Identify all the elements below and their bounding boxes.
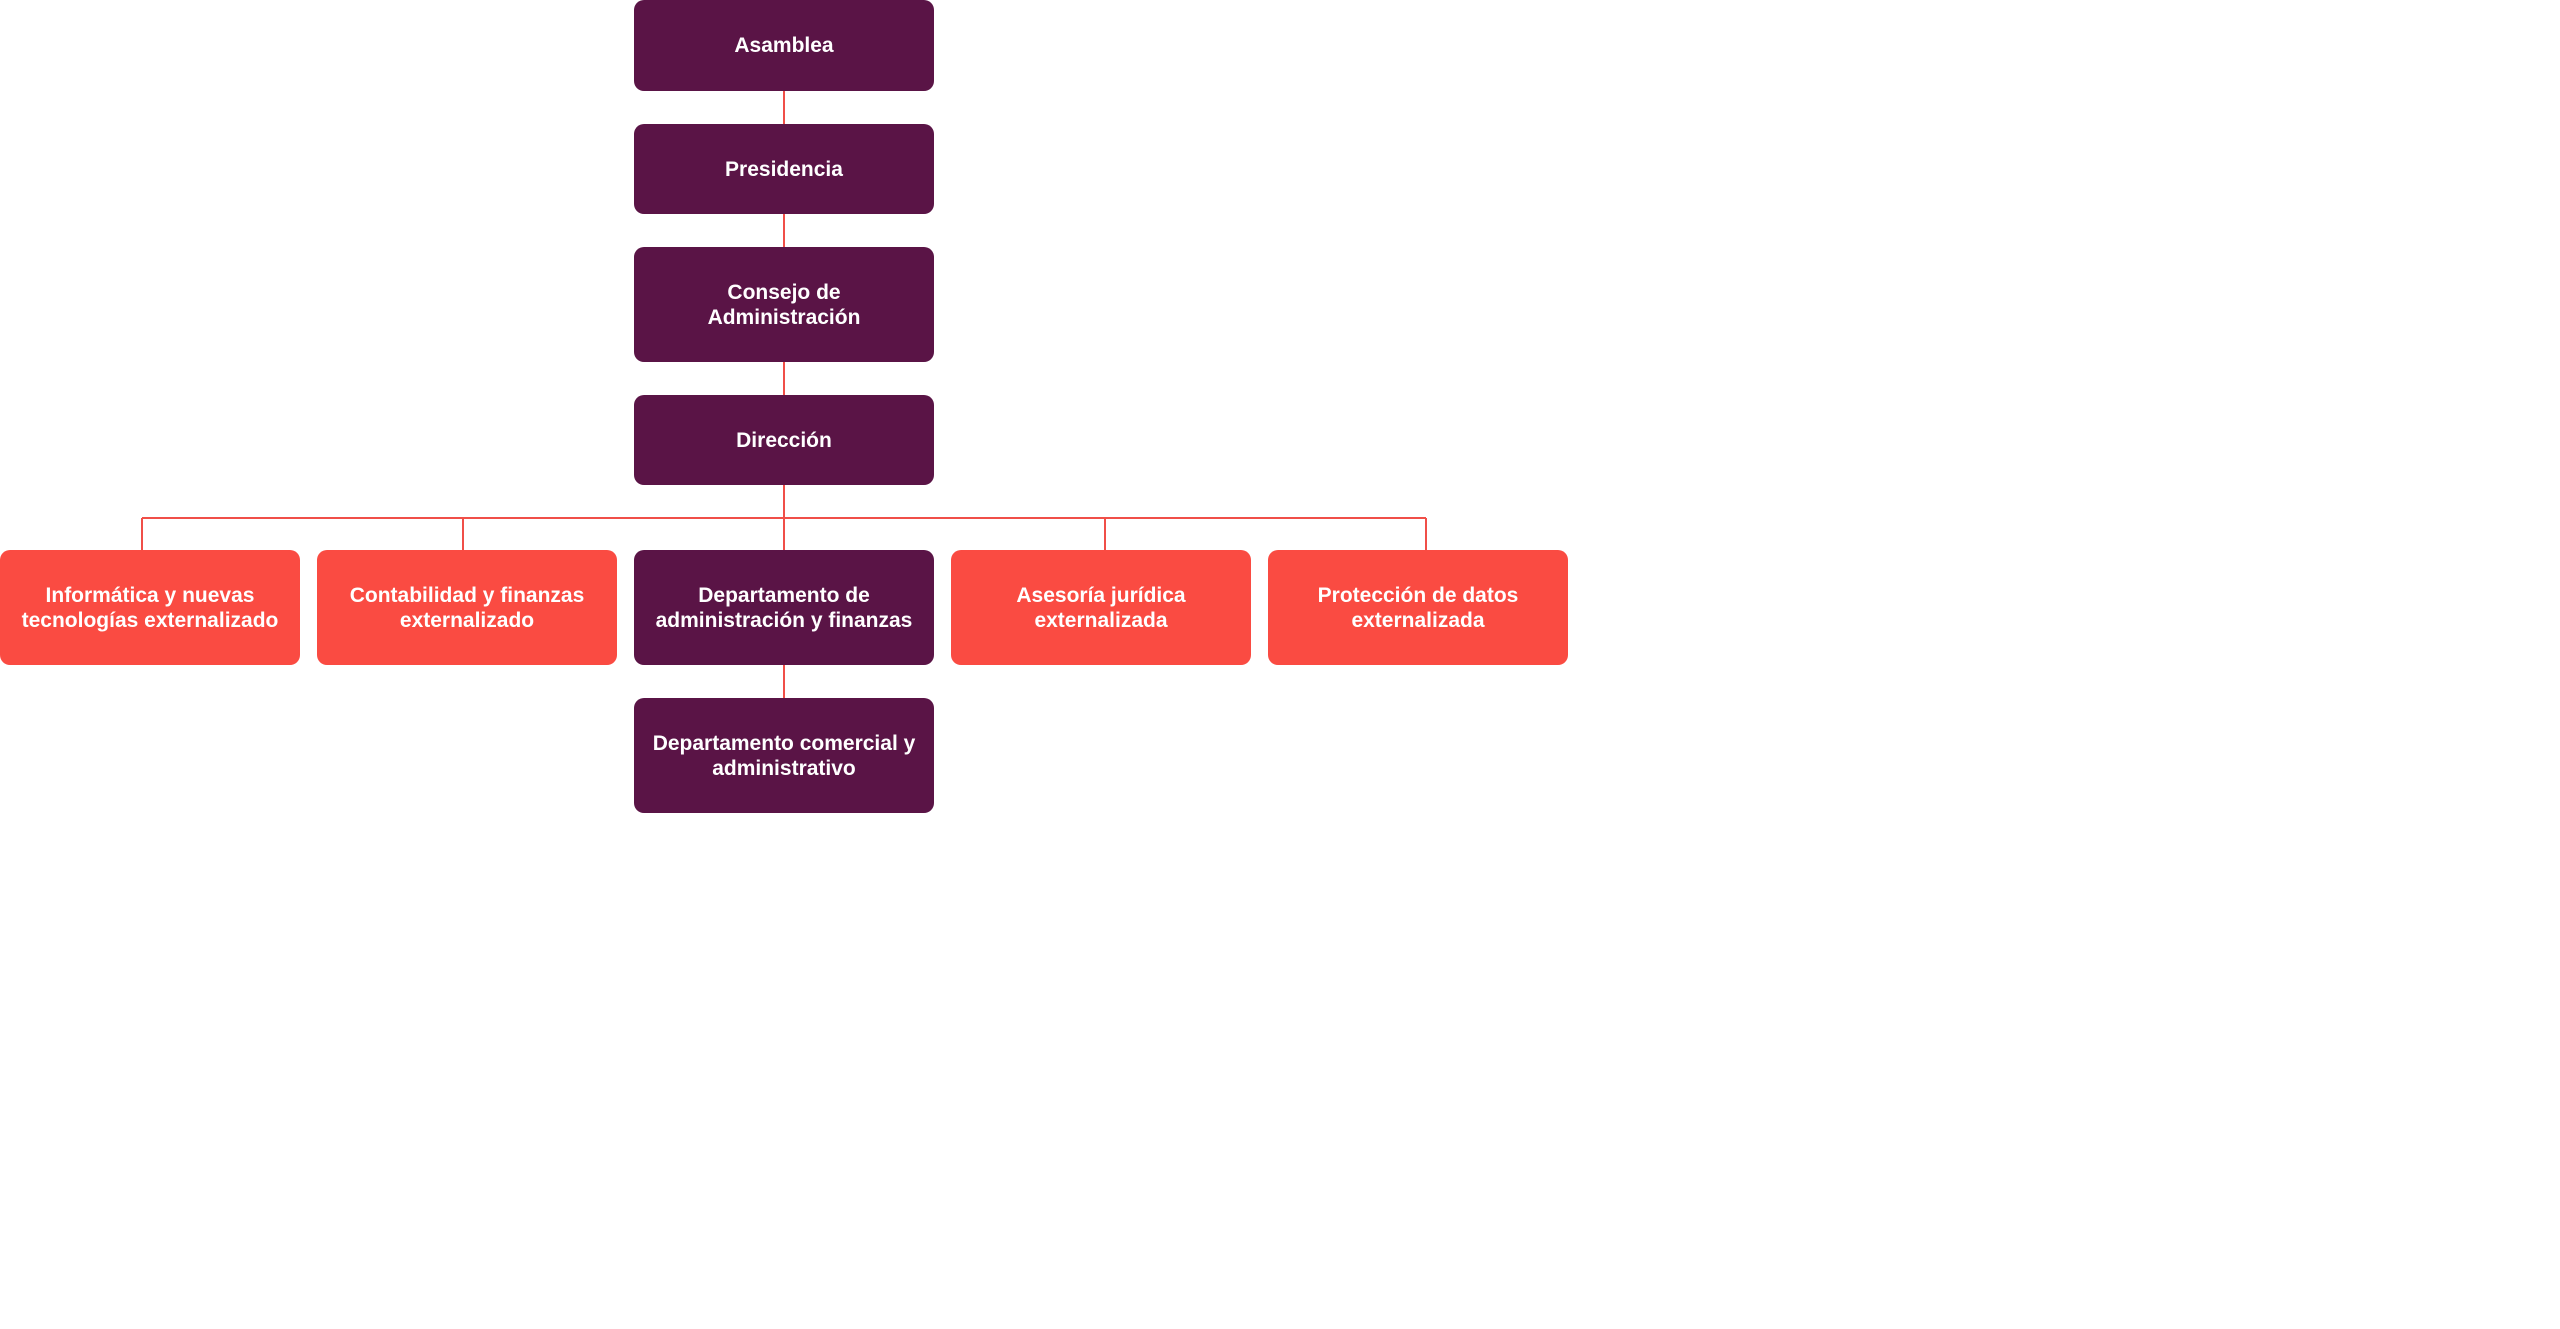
org-chart: Asamblea Presidencia Consejo de Administ… (0, 0, 1568, 815)
node-departamento-comercial-administrativo: Departamento comercial y administrativo (634, 698, 934, 813)
node-presidencia-label: Presidencia (725, 157, 843, 181)
node-direccion: Dirección (634, 395, 934, 485)
node-departamento-comercial-label: Departamento comercial y administrativo (652, 731, 916, 780)
node-contabilidad-label: Contabilidad y finanzas externalizado (349, 583, 585, 632)
node-proteccion-datos: Protección de datos externalizada (1268, 550, 1568, 665)
node-asesoria-label: Asesoría jurídica externalizada (1016, 583, 1186, 632)
node-informatica-label: Informática y nuevas tecnologías externa… (21, 583, 279, 632)
node-presidencia: Presidencia (634, 124, 934, 214)
connector-lines (141, 91, 1427, 698)
node-departamento-admin-label: Departamento de administración y finanza… (655, 583, 913, 632)
node-consejo-de-administracion: Consejo de Administración (634, 247, 934, 362)
node-proteccion-label: Protección de datos externalizada (1317, 583, 1519, 632)
node-contabilidad: Contabilidad y finanzas externalizado (317, 550, 617, 665)
node-informatica: Informática y nuevas tecnologías externa… (0, 550, 300, 665)
node-consejo-label: Consejo de Administración (707, 280, 861, 329)
node-departamento-administracion-finanzas: Departamento de administración y finanza… (634, 550, 934, 665)
node-asamblea: Asamblea (634, 0, 934, 91)
node-asamblea-label: Asamblea (734, 34, 834, 57)
node-asesoria-juridica: Asesoría jurídica externalizada (951, 550, 1251, 665)
node-direccion-label: Dirección (736, 428, 832, 452)
